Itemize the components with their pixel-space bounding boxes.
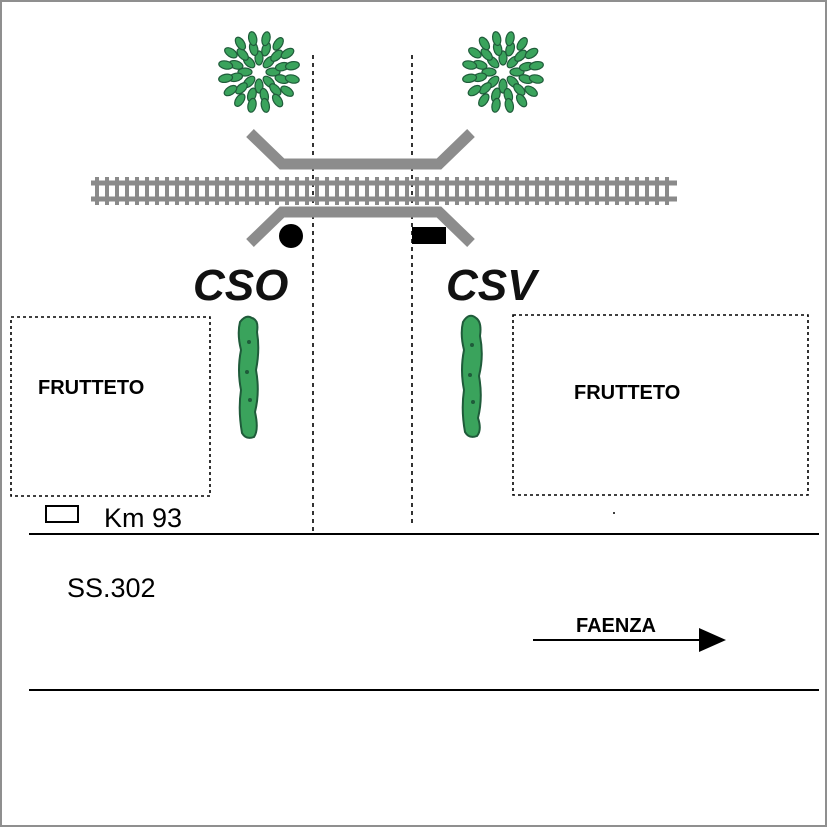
direction-label: FAENZA	[576, 615, 656, 637]
km-marker-icon	[45, 505, 79, 523]
orchard-left-label: FRUTTETO	[38, 377, 144, 399]
direction-arrow-icon	[533, 628, 726, 652]
road-name-label: SS.302	[67, 573, 156, 603]
dot-mark	[613, 512, 615, 514]
orchard-right-label: FRUTTETO	[574, 382, 680, 404]
signal-rect-icon	[412, 227, 446, 244]
tree-right-icon	[462, 31, 544, 113]
station-label-csv: CSV	[446, 261, 540, 310]
hedge-right-icon	[460, 314, 483, 438]
platform-bottom	[246, 206, 475, 247]
hedge-left-icon	[237, 315, 260, 439]
orchard-right	[512, 314, 809, 496]
station-label-cso: CSO	[193, 261, 288, 310]
railway-track	[91, 177, 677, 205]
platform-top	[246, 129, 475, 170]
orchard-left	[10, 316, 211, 497]
km-marker-label: Km 93	[104, 503, 182, 533]
signal-circle-icon	[279, 224, 303, 248]
tree-left-icon	[218, 31, 300, 113]
